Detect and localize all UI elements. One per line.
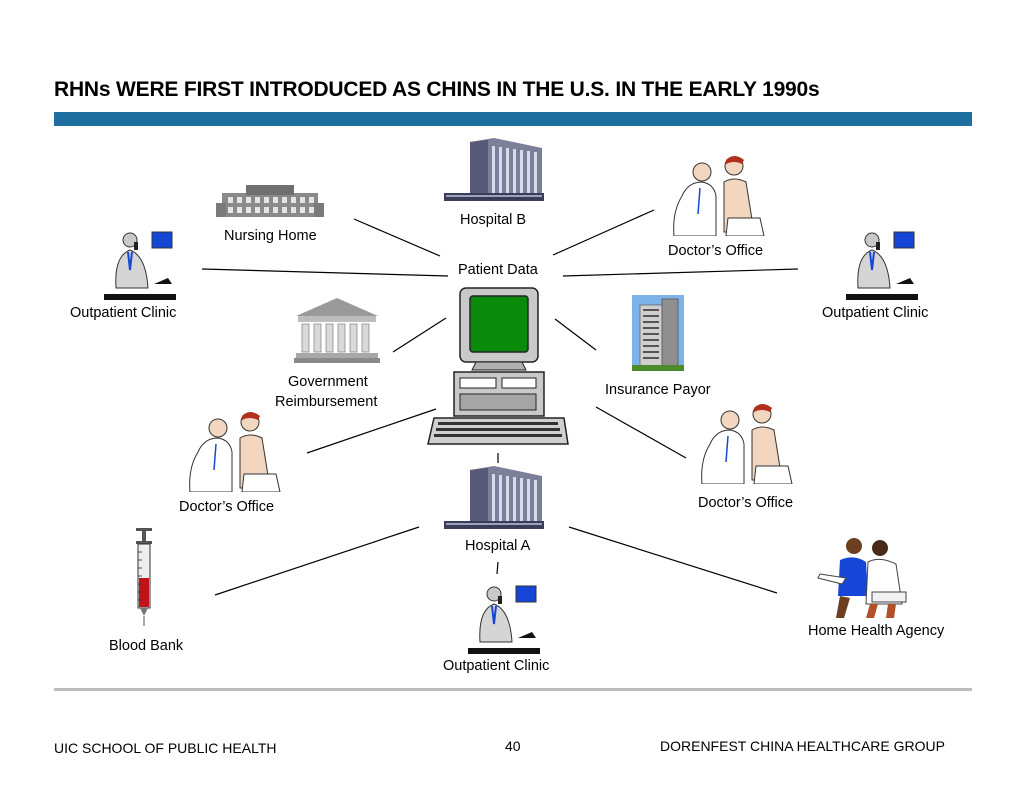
blood-bank-label: Blood Bank xyxy=(109,638,184,654)
connector-insurance xyxy=(554,318,597,351)
connector-doctors-office-left xyxy=(306,408,437,454)
outpatient-bottom-label: Outpatient Clinic xyxy=(443,658,550,674)
doctor-patient-icon xyxy=(673,156,765,236)
nursing-home-icon xyxy=(216,185,324,217)
doctors-office-left-label: Doctor’s Office xyxy=(179,499,275,515)
outpatient-clinic-icon xyxy=(846,231,918,300)
hospital-a-icon xyxy=(444,466,544,529)
page-number: 40 xyxy=(505,738,521,754)
outpatient-right-label: Outpatient Clinic xyxy=(822,305,929,321)
connector-home-health xyxy=(568,526,778,594)
outpatient-clinic-icon xyxy=(104,231,176,300)
footer-right: DORENFEST CHINA HEALTHCARE GROUP xyxy=(660,738,945,754)
government-building-icon xyxy=(294,298,380,363)
hospital-b-icon xyxy=(444,138,544,201)
connector-outpatient-left xyxy=(201,268,449,277)
connector-outpatient-bottom xyxy=(496,561,499,575)
title-accent-bar xyxy=(54,112,972,126)
footer-left: UIC SCHOOL OF PUBLIC HEALTH xyxy=(54,740,277,756)
government-label-line2: Reimbursement xyxy=(275,394,378,410)
outpatient-left-label: Outpatient Clinic xyxy=(70,305,177,321)
footer-divider xyxy=(54,688,972,691)
nurses-icon xyxy=(817,538,907,618)
computer-icon xyxy=(427,287,569,445)
doctor-patient-icon xyxy=(701,404,793,484)
hospital-a-label: Hospital A xyxy=(465,538,531,554)
connector-blood-bank xyxy=(214,526,420,596)
home-health-label: Home Health Agency xyxy=(808,623,945,639)
patient-data-label: Patient Data xyxy=(458,262,538,278)
connector-nursing-home xyxy=(353,218,441,257)
hospital-b-label: Hospital B xyxy=(460,212,527,228)
doctor-patient-icon xyxy=(189,412,281,492)
outpatient-clinic-icon xyxy=(468,585,540,654)
doctors-office-tr-label: Doctor’s Office xyxy=(668,243,764,259)
nursing-home-label: Nursing Home xyxy=(224,228,317,244)
insurance-payor-label: Insurance Payor xyxy=(605,382,711,398)
connector-doctors-office-right xyxy=(595,406,687,459)
syringe-icon xyxy=(136,528,152,626)
connector-doctors-office-tr xyxy=(552,209,655,256)
insurance-building-icon xyxy=(632,295,684,371)
connector-outpatient-right xyxy=(562,268,799,277)
connector-government xyxy=(392,317,447,353)
page-title: RHNs WERE FIRST INTRODUCED AS CHINS IN T… xyxy=(54,78,820,101)
doctors-office-right-label: Doctor’s Office xyxy=(698,495,794,511)
government-label-line1: Government xyxy=(288,374,368,390)
